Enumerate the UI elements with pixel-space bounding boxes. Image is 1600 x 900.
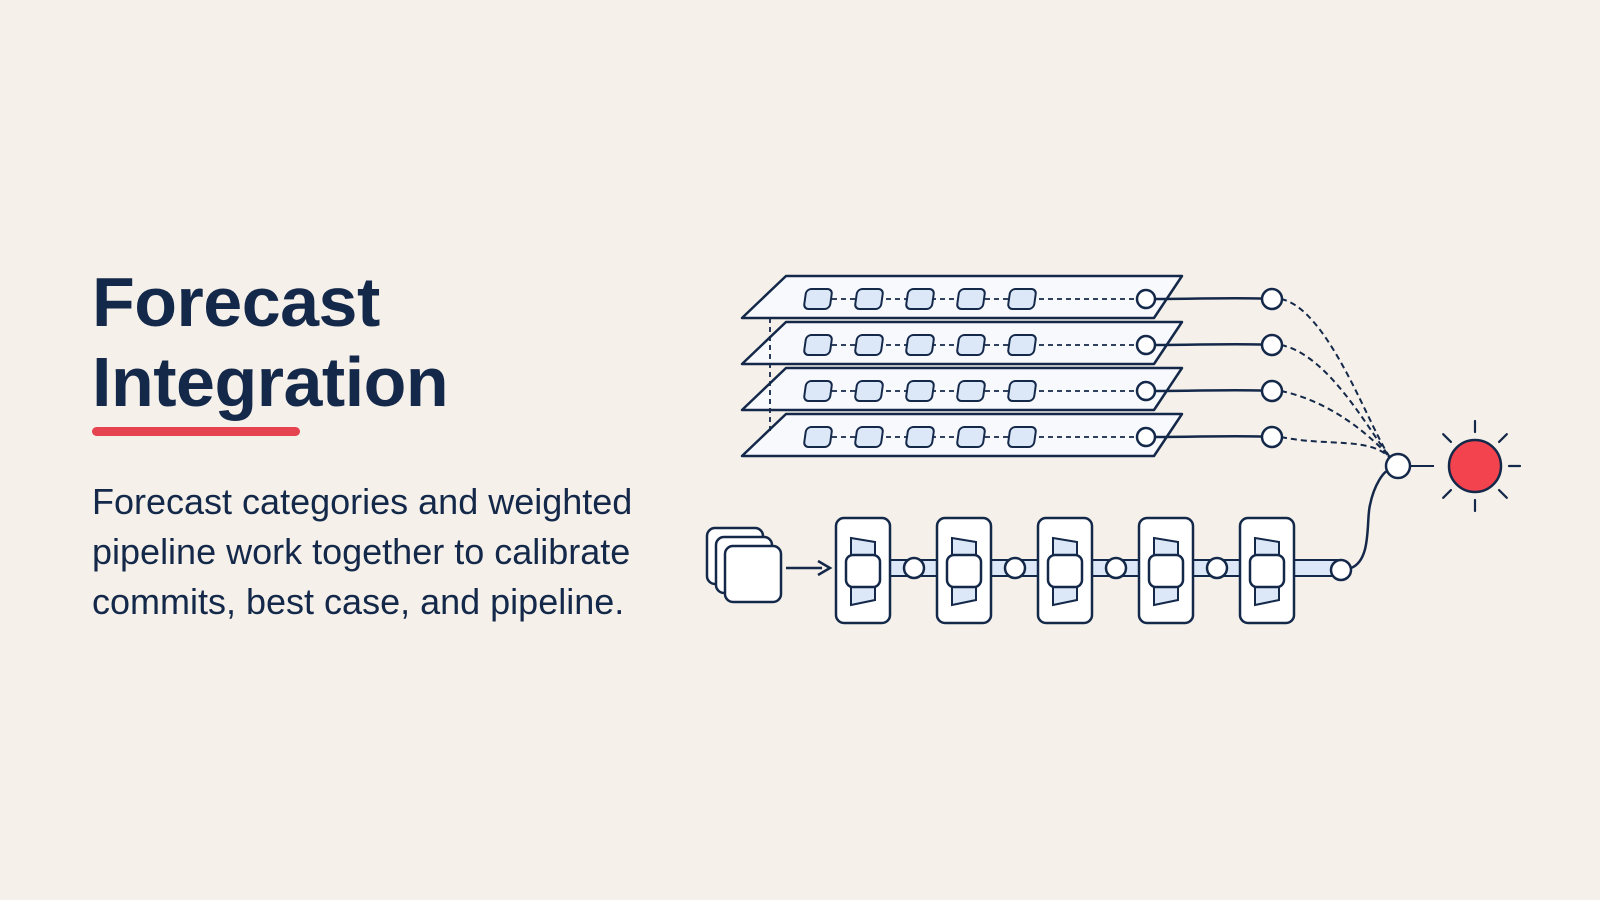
pipeline-stage	[935, 516, 1027, 625]
layer-end-port	[1135, 426, 1157, 448]
layer-out-line	[1154, 342, 1273, 347]
fan-port	[1260, 425, 1284, 449]
layer-node	[854, 288, 884, 310]
stage-node	[1147, 553, 1185, 589]
weighted-pipeline	[705, 468, 1391, 625]
layer-end-port	[1135, 380, 1157, 402]
fan-dashed-line	[1280, 298, 1393, 461]
fan-port	[1260, 333, 1284, 357]
sun-ray	[1442, 488, 1453, 499]
pipeline-stage	[1036, 516, 1128, 625]
layer-node	[1007, 380, 1037, 402]
stage-node	[1248, 553, 1286, 589]
fan-in-connectors	[1154, 287, 1393, 461]
pipeline-stage	[1137, 516, 1229, 625]
fan-dashed-line	[1280, 390, 1393, 461]
output-core	[1447, 438, 1503, 494]
layer-node	[905, 288, 935, 310]
forecast-layer	[740, 274, 1184, 320]
fan-port	[1260, 287, 1284, 311]
slide-body-text: Forecast categories and weighted pipelin…	[92, 481, 633, 622]
forecast-layer	[740, 366, 1184, 412]
layer-node	[854, 380, 884, 402]
stage-node	[945, 553, 983, 589]
layer-out-line	[1154, 296, 1273, 301]
sun-ray	[1442, 433, 1453, 444]
forecast-layer	[740, 320, 1184, 366]
layer-node	[1007, 334, 1037, 356]
forecast-layer-stack	[740, 274, 1184, 458]
pipeline-stage	[834, 516, 926, 625]
stage-joint	[1003, 556, 1027, 580]
layer-node	[956, 426, 986, 448]
layer-node	[803, 380, 833, 402]
input-card	[723, 544, 783, 604]
title-underline	[92, 427, 300, 436]
layer-node	[956, 334, 986, 356]
title-line-1: Forecast	[92, 263, 380, 341]
slide-title: Forecast Integration	[92, 262, 449, 422]
layer-node	[803, 334, 833, 356]
layer-out-line	[1154, 388, 1273, 393]
stage-joint	[1205, 556, 1229, 580]
layer-node	[854, 334, 884, 356]
stage-node	[1046, 553, 1084, 589]
sun-ray	[1497, 488, 1508, 499]
forecast-layer	[740, 412, 1184, 458]
layer-node	[956, 380, 986, 402]
stage-node	[844, 553, 882, 589]
sun-ray	[1497, 433, 1508, 444]
layer-node	[854, 426, 884, 448]
layer-node	[803, 426, 833, 448]
layer-node	[905, 380, 935, 402]
layer-end-port	[1135, 288, 1157, 310]
stage-joint	[1104, 556, 1128, 580]
layer-end-port	[1135, 334, 1157, 356]
forecast-integration-diagram	[705, 274, 1522, 625]
pipeline-end-port	[1329, 558, 1353, 582]
output-group	[1384, 419, 1522, 513]
fan-dashed-line	[1280, 436, 1393, 461]
layer-node	[905, 426, 935, 448]
layer-node	[803, 288, 833, 310]
layer-node	[905, 334, 935, 356]
layer-node	[1007, 288, 1037, 310]
title-line-2: Integration	[92, 343, 449, 421]
layer-node	[1007, 426, 1037, 448]
arrow-head	[817, 559, 833, 577]
layer-node	[956, 288, 986, 310]
merge-node	[1384, 452, 1412, 480]
stage-joint	[902, 556, 926, 580]
pipeline-riser	[1350, 468, 1391, 570]
layer-out-line	[1154, 434, 1273, 439]
pipeline-stage	[1238, 516, 1296, 625]
fan-port	[1260, 379, 1284, 403]
sun-icon	[1442, 419, 1522, 513]
